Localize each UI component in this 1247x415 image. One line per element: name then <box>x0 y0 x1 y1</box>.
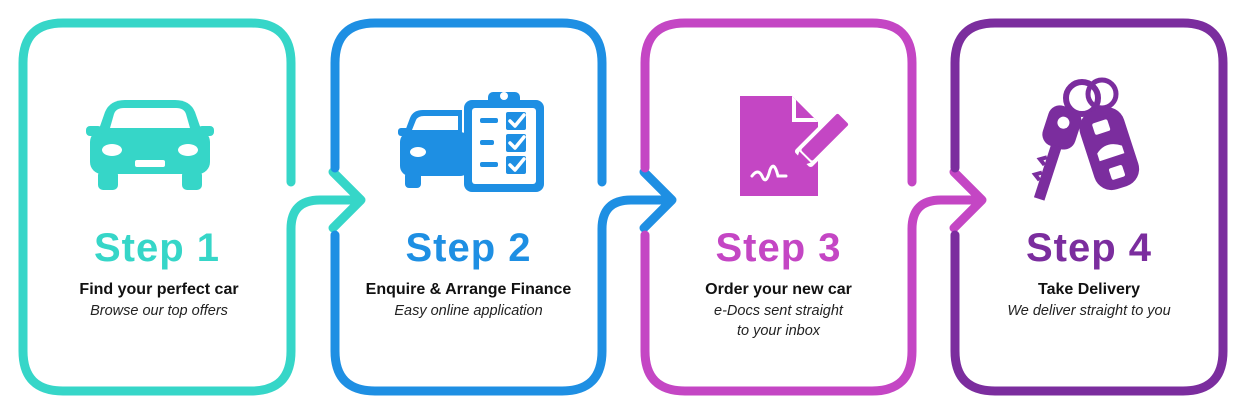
document-sign-icon <box>740 96 854 196</box>
car-icon <box>86 100 214 190</box>
step-3-title: Step 3 <box>715 226 842 270</box>
step-2-title: Step 2 <box>405 226 532 270</box>
step-1-frame <box>18 18 296 396</box>
step-2-subtitle: Easy online application <box>394 303 543 319</box>
car-checklist-icon <box>398 92 544 192</box>
connector-arrow-3 <box>907 167 987 248</box>
step-1-title: Step 1 <box>93 226 221 270</box>
step-4-heading: Take Delivery <box>1038 281 1140 298</box>
step-1-subtitle: Browse our top offers <box>90 303 228 319</box>
step-1-heading: Find your perfect car <box>79 281 239 298</box>
step-3-subtitle-line-2: to your inbox <box>736 323 821 339</box>
step-2-frame <box>330 18 607 396</box>
step-4-frame <box>950 18 1228 396</box>
step-4-subtitle: We deliver straight to you <box>1007 303 1171 319</box>
step-4-title: Step 4 <box>1025 226 1153 270</box>
step-3-frame <box>640 18 917 396</box>
step-3-subtitle-line-1: e-Docs sent straight <box>714 303 843 319</box>
connector-arrow-1 <box>286 167 366 248</box>
step-2-heading: Enquire & Arrange Finance <box>365 281 572 298</box>
car-keys-icon <box>1031 77 1140 201</box>
step-3-heading: Order your new car <box>705 281 852 298</box>
connector-arrow-2 <box>597 167 677 248</box>
